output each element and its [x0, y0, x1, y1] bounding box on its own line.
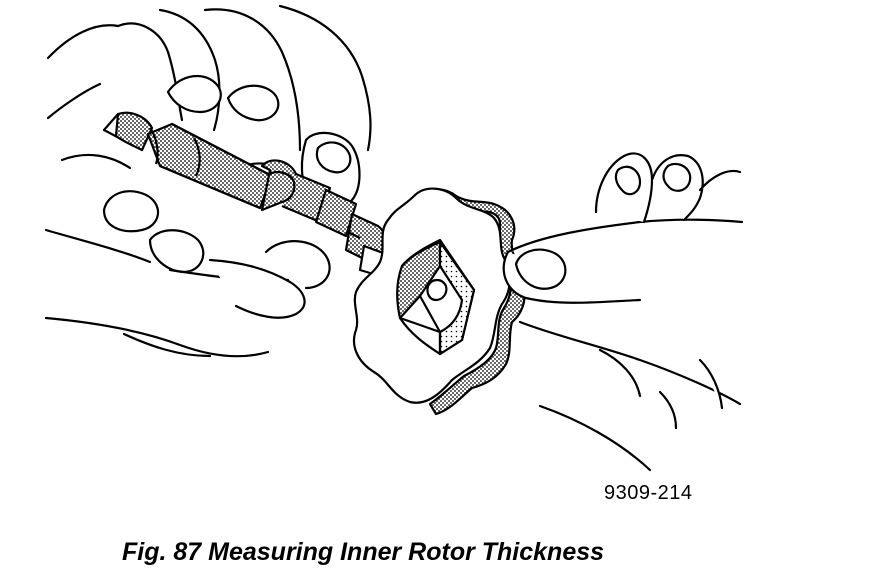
- figure-reference-number: 9309-214: [604, 482, 693, 504]
- left-hand: [44, 4, 372, 358]
- figure-caption: Fig. 87 Measuring Inner Rotor Thickness: [122, 538, 605, 566]
- inner-rotor: [352, 187, 526, 416]
- micrometer-tool: [102, 111, 388, 278]
- right-hand: [502, 152, 744, 472]
